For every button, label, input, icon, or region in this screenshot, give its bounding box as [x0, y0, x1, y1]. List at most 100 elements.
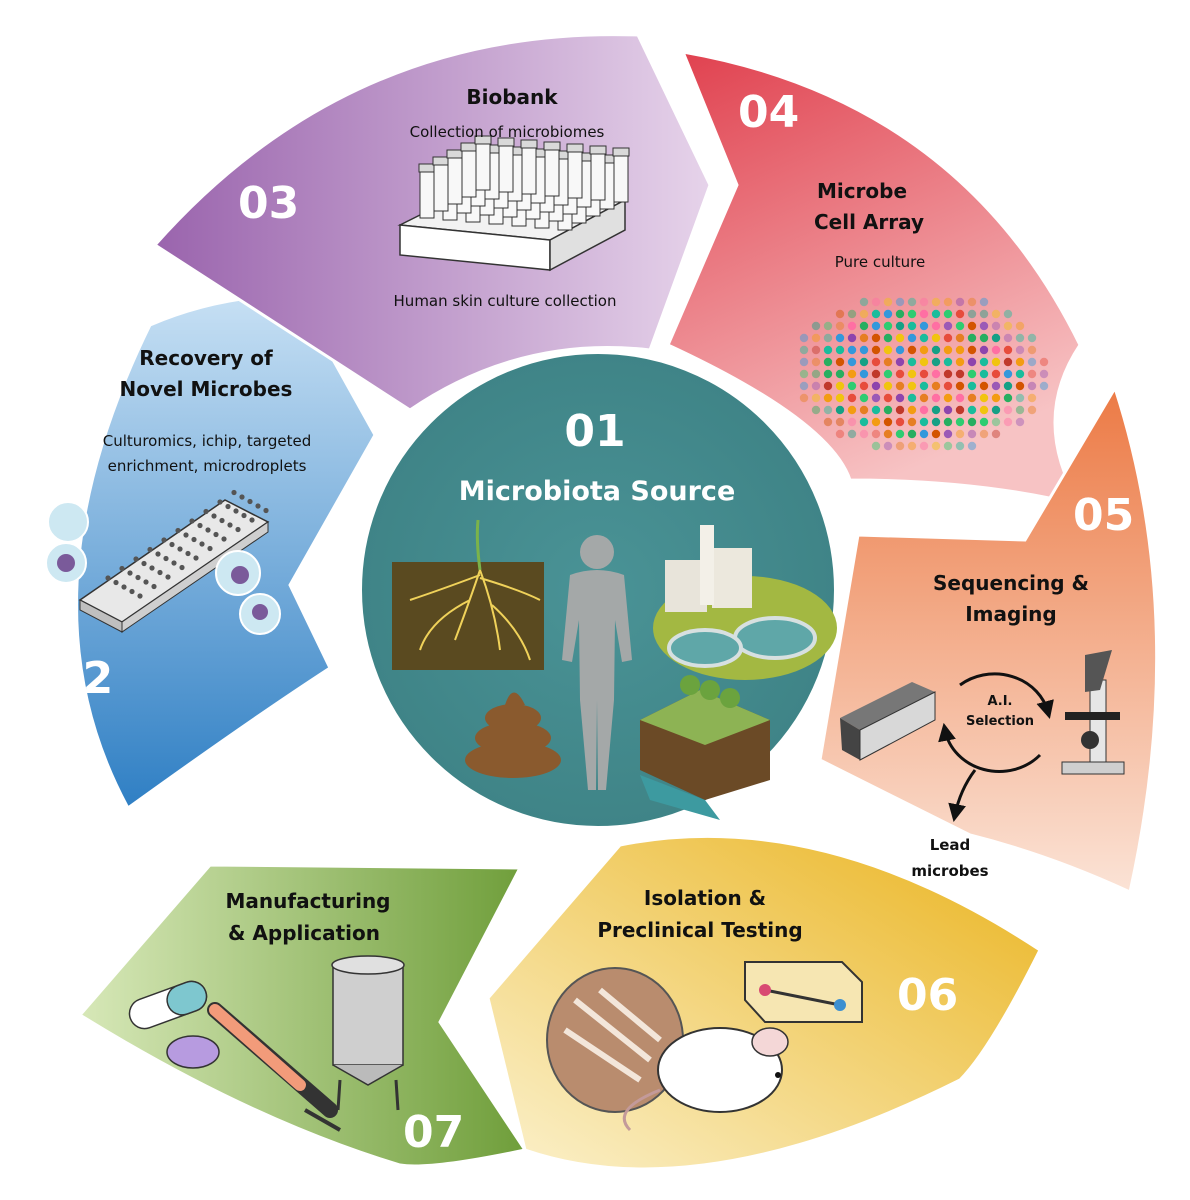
culture-spot [907, 429, 917, 439]
culture-spot [871, 417, 881, 427]
microplate-wells [105, 489, 269, 599]
culture-spot [967, 381, 977, 391]
culture-spot [1027, 381, 1037, 391]
plate-well [171, 560, 177, 566]
culture-spot [991, 381, 1001, 391]
plate-well [197, 522, 203, 529]
culture-spot [979, 381, 989, 391]
culture-spot [871, 309, 881, 319]
culture-spot [895, 345, 905, 355]
culture-spot [979, 333, 989, 343]
culture-spot [955, 345, 965, 355]
culture-spot [943, 417, 953, 427]
culture-spot [823, 417, 833, 427]
culture-spot [919, 369, 929, 379]
culture-spot [931, 321, 941, 331]
culture-spot [907, 345, 917, 355]
culture-spot [991, 417, 1001, 427]
culture-spot [895, 417, 905, 427]
culture-spot [895, 297, 905, 307]
mouse-icon [622, 1027, 789, 1132]
culture-spot [811, 357, 821, 367]
culture-spot [1015, 321, 1025, 331]
culture-spot [943, 357, 953, 367]
step-02-title-line2: Novel Microbes [120, 377, 293, 401]
culture-spot [943, 381, 953, 391]
step-02-number: 02 [52, 653, 113, 704]
culture-spot [811, 369, 821, 379]
bioreactor-icon [331, 955, 405, 1111]
culture-spot [859, 297, 869, 307]
culture-spot [1027, 345, 1037, 355]
culture-spot [871, 321, 881, 331]
center-number: 01 [564, 406, 625, 457]
ai-selection-line1: A.I. [987, 694, 1012, 709]
culture-spot [871, 297, 881, 307]
culture-spot [859, 417, 869, 427]
culture-spot [967, 441, 977, 451]
culture-spot [967, 429, 977, 439]
culture-spot [871, 429, 881, 439]
culture-spot [847, 345, 857, 355]
water-treatment-plant-icon [653, 525, 837, 680]
culture-spot [883, 405, 893, 415]
culture-spot [823, 381, 833, 391]
culture-spot [931, 297, 941, 307]
culture-spot [1027, 393, 1037, 403]
culture-spot [883, 429, 893, 439]
ai-cycle-arrows [938, 672, 1054, 823]
culture-spot [823, 369, 833, 379]
culture-spot [1003, 417, 1013, 427]
culture-spot [1015, 393, 1025, 403]
culture-spot [1015, 381, 1025, 391]
step-02-subtitle-line2: enrichment, microdroplets [108, 457, 307, 475]
culture-spot [907, 441, 917, 451]
soil-roots-icon [392, 519, 544, 670]
culture-spot [835, 393, 845, 403]
culture-spot [919, 357, 929, 367]
culture-spot [895, 321, 905, 331]
culture-spot [895, 357, 905, 367]
plate-well [155, 551, 161, 557]
culture-spot [967, 333, 977, 343]
culture-spot [1003, 393, 1013, 403]
culture-spot [835, 357, 845, 367]
culture-spot [955, 441, 965, 451]
culture-spot [967, 369, 977, 379]
test-tube [475, 141, 491, 191]
culture-spot [955, 357, 965, 367]
plate-well [205, 527, 211, 533]
culture-spot [847, 321, 857, 331]
center-title: Microbiota Source [459, 476, 736, 507]
culture-spot [847, 429, 857, 439]
culture-spot [943, 369, 953, 379]
culture-spot [991, 393, 1001, 403]
plate-well [175, 527, 181, 534]
culture-spot [859, 393, 869, 403]
step-05-title-line1: Sequencing & [933, 571, 1089, 595]
culture-spot [979, 405, 989, 415]
culture-spot [979, 321, 989, 331]
culture-spot [907, 405, 917, 415]
culture-spot [823, 345, 833, 355]
poop-icon [465, 692, 561, 778]
plate-well [179, 564, 185, 571]
culture-spot [883, 309, 893, 319]
culture-spot [811, 333, 821, 343]
plate-well [119, 565, 125, 572]
plate-well [185, 550, 191, 557]
plate-well [247, 498, 253, 505]
culture-spot [943, 429, 953, 439]
culture-spot [967, 345, 977, 355]
plate-well [219, 517, 225, 524]
culture-spot [859, 333, 869, 343]
culture-spot [907, 321, 917, 331]
tube-cap [497, 137, 515, 147]
culture-spot [931, 417, 941, 427]
culture-spot [883, 393, 893, 403]
plate-well [193, 555, 199, 561]
culture-spot [919, 297, 929, 307]
culture-spot [835, 333, 845, 343]
test-tube [613, 153, 629, 203]
